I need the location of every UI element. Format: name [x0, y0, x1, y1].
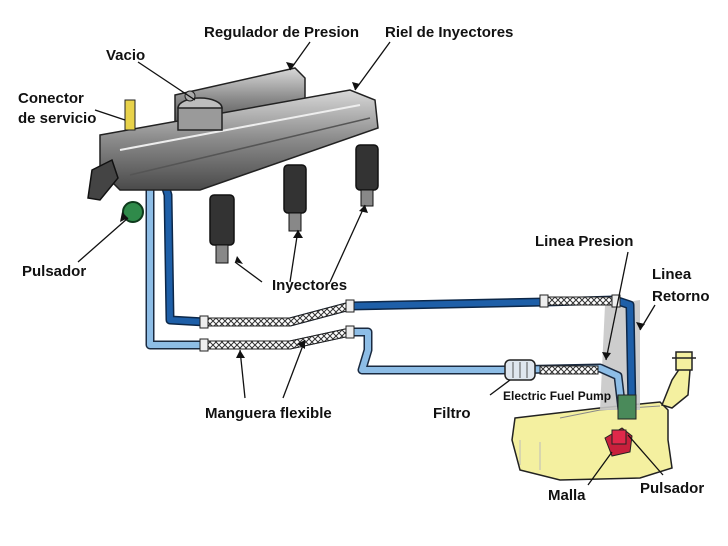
label-manguera: Manguera flexible: [205, 405, 332, 422]
labels: Regulador de Presion Riel de Inyectores …: [18, 24, 710, 504]
label-inyectores: Inyectores: [272, 277, 347, 294]
label-pulsador-left: Pulsador: [22, 263, 86, 280]
pulsador-left-shape: [122, 201, 144, 223]
fuel-rail-assembly: [87, 67, 379, 264]
label-regulador: Regulador de Presion: [204, 24, 359, 41]
fuel-pump: [604, 394, 637, 457]
label-pump: Electric Fuel Pump: [503, 389, 611, 403]
label-linea-presion: Linea Presion: [535, 233, 633, 250]
label-filtro: Filtro: [433, 405, 471, 422]
label-riel: Riel de Inyectores: [385, 24, 513, 41]
label-pulsador-right: Pulsador: [640, 480, 704, 497]
return-line: [145, 170, 627, 415]
leader-lines: [77, 41, 664, 486]
fuel-filter: [504, 359, 536, 381]
label-linea-retorno-line2: Retorno: [652, 288, 710, 305]
label-conector-line1: Conector: [18, 90, 84, 107]
label-malla: Malla: [548, 487, 586, 504]
label-conector-line2: de servicio: [18, 110, 96, 127]
leader-arrowheads: [120, 62, 645, 360]
fuel-tank: [511, 351, 696, 481]
flexible-hoses: [199, 294, 621, 375]
label-vacio: Vacio: [106, 47, 145, 64]
label-linea-retorno-line1: Linea: [652, 266, 692, 283]
